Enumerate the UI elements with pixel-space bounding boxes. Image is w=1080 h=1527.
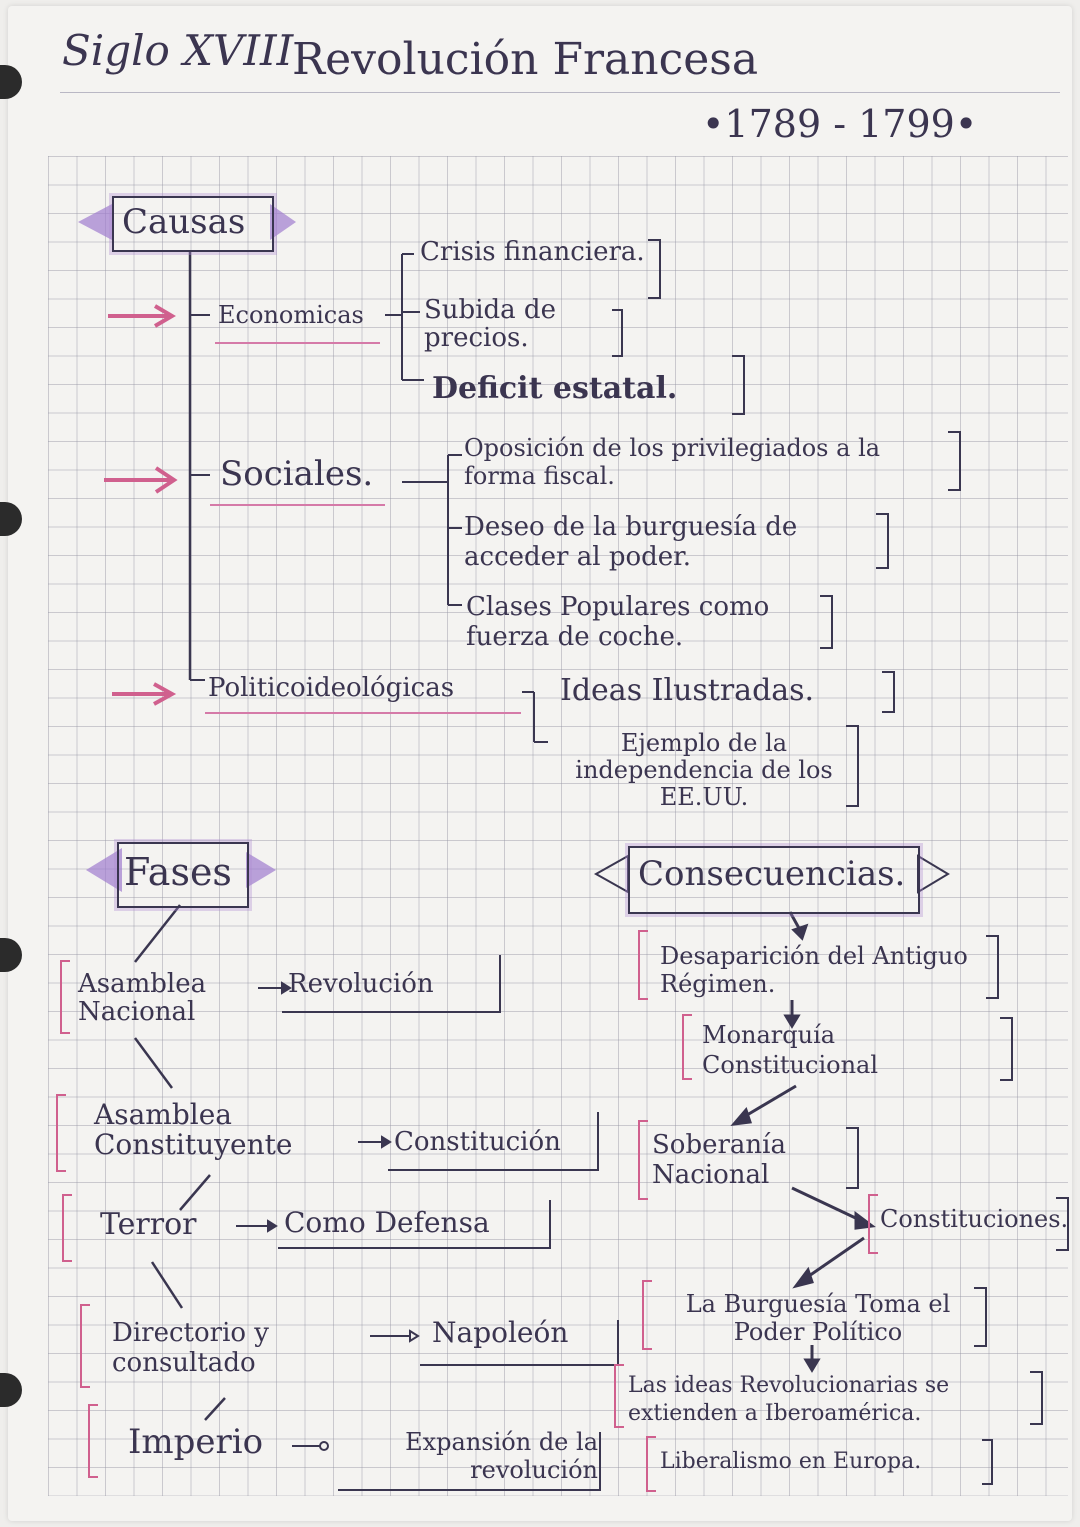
cons-ideas-iberoamerica: Las ideas Revolucionarias se extienden a… <box>628 1373 950 1426</box>
fase-terror: Terror <box>100 1207 197 1242</box>
fases-heading-box <box>117 842 249 908</box>
economicas-underline <box>215 342 380 344</box>
fase-bracket <box>80 1304 90 1388</box>
fase-result-defensa: Como Defensa <box>284 1206 490 1239</box>
fase-asamblea-nacional: Asamblea Nacional <box>78 969 207 1027</box>
fase-directorio: Directorio y consultado <box>112 1318 269 1378</box>
fase-result-constitucion: Constitución <box>394 1127 561 1157</box>
cons-bracket <box>638 930 648 1000</box>
fase-result-expansion: Expansión de la revolución <box>405 1428 598 1484</box>
fase-bracket <box>56 1094 66 1172</box>
date-range: •1789 - 1799• <box>702 102 978 146</box>
header-underline <box>60 92 1060 93</box>
cons-burguesia: La Burguesía Toma el Poder Político <box>685 1290 951 1346</box>
politico-item-ideas: Ideas Ilustradas. <box>560 673 815 708</box>
fase-result-revolucion: Revolución <box>288 969 434 999</box>
politico-label: Politicoideológicas <box>208 673 455 703</box>
century-label: Siglo XVIII <box>62 26 294 75</box>
grid-background <box>48 156 1068 1496</box>
cons-bracket <box>642 1280 652 1350</box>
sociales-label: Sociales. <box>220 454 374 494</box>
fases-heading: Fases <box>124 850 232 894</box>
cons-liberalismo: Liberalismo en Europa. <box>660 1449 922 1474</box>
fase-imperio: Imperio <box>128 1422 264 1462</box>
social-item-burguesia: Deseo de la burguesía de acceder al pode… <box>464 512 798 572</box>
cons-bracket <box>614 1364 624 1428</box>
cons-bracket <box>646 1436 656 1492</box>
consecuencias-heading: Consecuencias. <box>638 854 906 894</box>
cons-monarquia: Monarquía Constitucional <box>702 1021 879 1079</box>
binder-hole <box>0 1373 22 1407</box>
cons-bracket <box>638 1120 648 1200</box>
consecuencias-heading-box <box>628 846 920 914</box>
fase-bracket <box>62 1194 72 1262</box>
cons-bracket <box>682 1014 692 1080</box>
econ-item-crisis: Crisis financiera. <box>420 237 645 267</box>
notebook-page <box>8 6 1072 1521</box>
fase-bracket <box>60 960 70 1034</box>
social-item-oposicion: Oposición de los privilegiados a la form… <box>464 434 881 490</box>
fase-bracket <box>88 1404 98 1478</box>
causas-heading: Causas <box>122 202 246 242</box>
page-title: Revolución Francesa <box>292 34 759 85</box>
binder-hole <box>0 502 22 536</box>
social-item-clases: Clases Populares como fuerza de coche. <box>466 592 770 652</box>
cons-bracket <box>868 1194 878 1254</box>
cons-constituciones: Constituciones. <box>880 1205 1069 1233</box>
politico-item-eeuu: Ejemplo de la independencia de los EE.UU… <box>575 729 833 811</box>
fase-asamblea-constituyente: Asamblea Constituyente <box>94 1098 293 1161</box>
sociales-underline <box>210 504 385 506</box>
binder-hole <box>0 938 22 972</box>
econ-item-deficit: Deficit estatal. <box>432 371 678 406</box>
economicas-label: Economicas <box>218 301 364 329</box>
cons-antiguo-regimen: Desaparición del Antiguo Régimen. <box>660 942 968 998</box>
fase-result-napoleon: Napoleón <box>432 1316 569 1349</box>
politico-underline <box>205 712 521 714</box>
causas-heading-box <box>112 196 274 252</box>
binder-hole <box>0 65 22 99</box>
econ-item-precios: Subida de precios. <box>424 295 556 353</box>
cons-soberania: Soberanía Nacional <box>652 1130 786 1190</box>
